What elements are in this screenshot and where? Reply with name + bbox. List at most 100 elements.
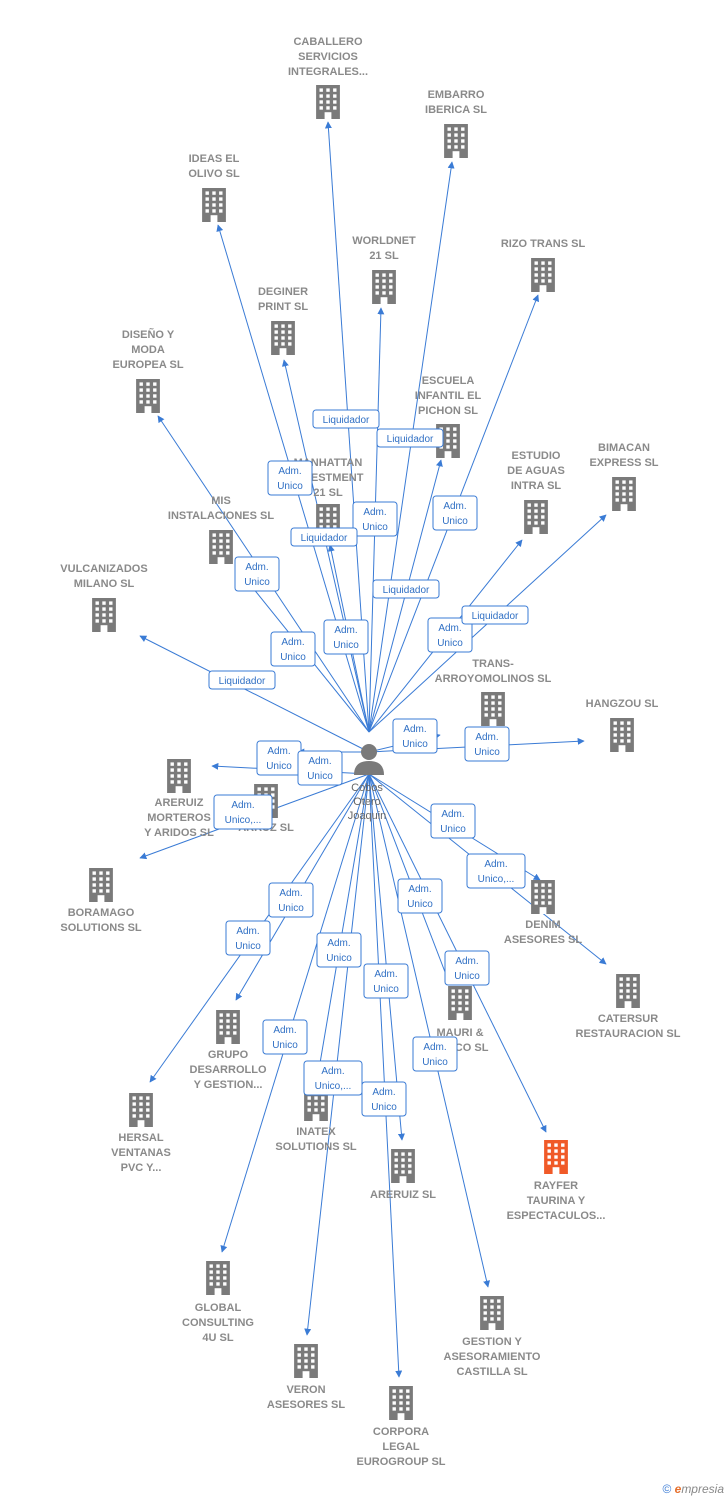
relation-label-inatex[interactable]: Adm.Unico [363,963,409,999]
relation-label-box [270,631,316,667]
company-label-line: EMBARRO [428,89,485,101]
relation-label-mis[interactable]: Adm.Unico [270,631,316,667]
company-node-rizo[interactable]: RIZO TRANS SL [501,238,586,292]
company-label-line: ESPECTACULOS... [507,1210,606,1222]
company-label-line: CONSULTING [182,1317,254,1329]
relation-label-mauri[interactable]: Adm.Unico [397,878,443,914]
edge-veron [304,773,370,1336]
company-label-line: INTEGRALES... [288,66,368,78]
relation-label-manhattan[interactable]: Adm.Unico [323,619,369,655]
relation-label-areruiz_m[interactable]: Adm. Unico [256,740,302,776]
relation-label-box [376,428,444,448]
relation-label-box [267,460,313,496]
relation-label-rizo[interactable]: Adm.Unico [432,495,478,531]
relation-label-vulcanizados[interactable]: Liquidador [208,670,276,690]
relation-label-text: Unico [266,761,292,772]
relation-label-box [303,1060,363,1096]
company-label-line: IBERICA SL [425,104,487,116]
relation-label-text: Unico,... [225,815,262,826]
relation-label-deginer[interactable]: Liquidador [290,527,358,547]
company-node-hangzou[interactable]: HANGZOU SL [586,698,659,752]
relation-label-text: Adm. [403,724,426,735]
relation-label-text: Adm. [231,800,254,811]
company-label-line: DESARROLLO [190,1064,267,1076]
relation-label-bimacan[interactable]: Liquidador [461,605,529,625]
company-label-line: GRUPO [208,1049,249,1061]
relation-label-box [372,579,440,599]
relation-label-rayfer[interactable]: Adm.Unico [444,950,490,986]
relation-label-arruz[interactable]: Adm.Unico [297,750,343,786]
relation-label-hangzou[interactable]: Adm.Unico [464,726,510,762]
relation-label-areruiz[interactable]: Adm.Unico [316,932,362,968]
person-name-line-3: Joaquin [348,810,387,822]
relation-label-diseno[interactable]: Adm.Unico [234,556,280,592]
company-label-line: VULCANIZADOS [60,563,147,575]
relation-label-text: Adm. [273,1025,296,1036]
relation-label-box [234,556,280,592]
relation-label-catersur[interactable]: Adm.Unico [430,803,476,839]
relation-label-text: Adm. [321,1066,344,1077]
relation-label-box [290,527,358,547]
relation-label-grupo[interactable]: Adm.Unico [268,882,314,918]
relation-label-caballero[interactable]: Liquidador [312,409,380,429]
company-node-caballero[interactable]: CABALLEROSERVICIOSINTEGRALES... [288,36,368,119]
building-icon [544,1140,568,1174]
building-icon [206,1261,230,1295]
company-label-line: ASESORES SL [267,1399,346,1411]
relation-label-boramago[interactable]: Adm. Unico,... [213,794,273,830]
relation-label-text: Adm. [267,746,290,757]
relation-label-text: Adm. [438,623,461,634]
center-person-node[interactable]: Cobos Otero Joaquin [348,744,387,822]
relation-label-veron[interactable]: Adm.Unico,... [303,1060,363,1096]
relation-label-denim[interactable]: Adm.Unico,... [466,853,526,889]
relation-label-text: Unico [272,1040,298,1051]
relation-label-box [363,963,409,999]
brand-logo[interactable]: empresia [674,1482,724,1496]
relation-label-trans[interactable]: Adm.Unico [392,718,438,754]
company-label-line: BORAMAGO [68,907,135,919]
company-label-line: EUROGROUP SL [356,1456,445,1468]
edge-areruiz [368,773,405,1141]
relation-label-box [412,1036,458,1072]
relation-label-text: Unico [422,1057,448,1068]
relation-label-hersal[interactable]: Adm.Unico [225,920,271,956]
relation-label-worldnet[interactable]: Adm.Unico [352,501,398,537]
relation-label-ideas[interactable]: Adm.Unico [267,460,313,496]
company-node-trans[interactable]: TRANS-ARROYOMOLINOS SL [435,658,552,726]
company-node-areruiz[interactable]: ARERUIZ SL [370,1149,436,1201]
relation-label-text: Adm. [455,956,478,967]
relation-label-box [213,794,273,830]
relation-label-gestion[interactable]: Adm.Unico [412,1036,458,1072]
company-node-embarro[interactable]: EMBARRO IBERICA SL [425,89,487,158]
relation-label-corpora[interactable]: Adm.Unico [361,1081,407,1117]
relation-label-text: Unico [235,941,261,952]
company-label-line: 21 SL [313,487,343,499]
relation-label-escuela[interactable]: Liquidador [372,579,440,599]
relation-label-estudio[interactable]: Adm.Unico [427,617,473,653]
company-label-line: PVC Y... [121,1162,162,1174]
relation-label-embarro[interactable]: Liquidador [376,428,444,448]
relation-label-global[interactable]: Adm. Unico [262,1019,308,1055]
